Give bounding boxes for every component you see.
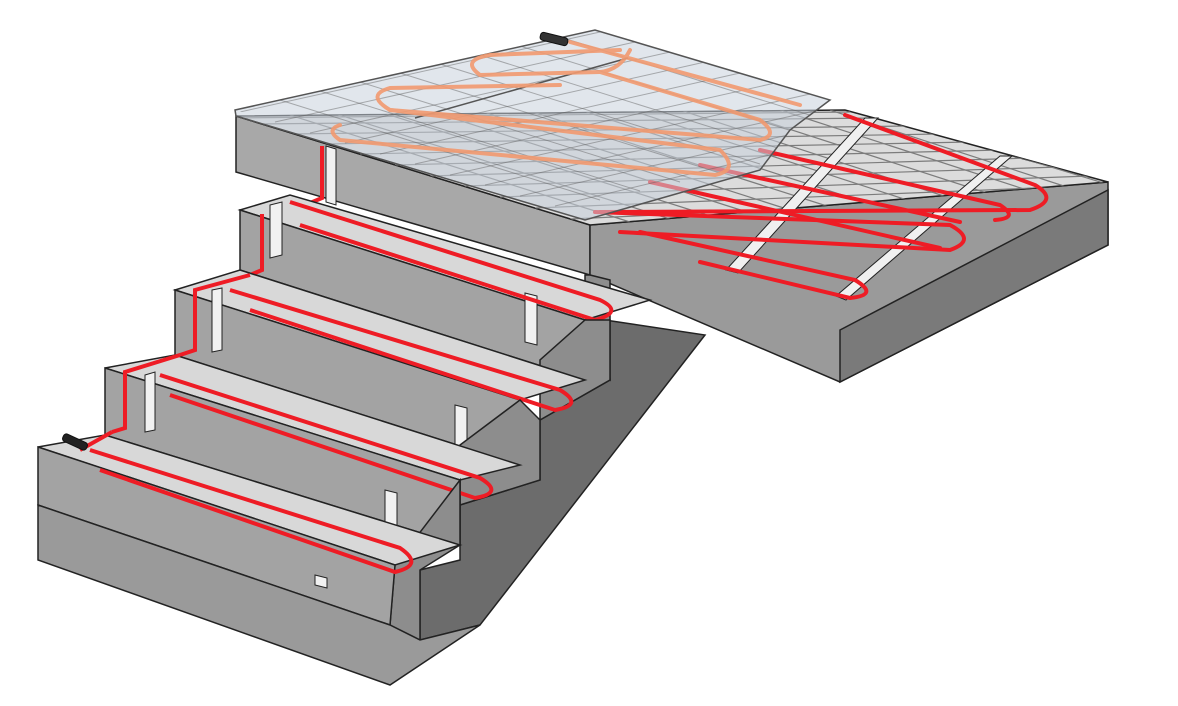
landing-cold-lead <box>539 31 569 47</box>
landing-slab <box>234 29 1109 384</box>
step-1 <box>37 430 481 686</box>
step-3-heating-cable <box>179 273 574 413</box>
landing-edge-strip <box>325 145 337 206</box>
step-3 <box>172 269 611 471</box>
landing-heating-cable <box>593 113 1049 301</box>
landing-underside <box>839 188 1109 384</box>
step-2 <box>104 353 541 556</box>
step-1-base <box>37 503 481 686</box>
transparent-floor-covering <box>234 29 832 221</box>
step-2-heating-cable <box>111 353 494 501</box>
step-3-side <box>539 319 611 422</box>
landing-fixing-strips <box>725 117 1014 301</box>
cold-lead-end <box>62 433 88 451</box>
